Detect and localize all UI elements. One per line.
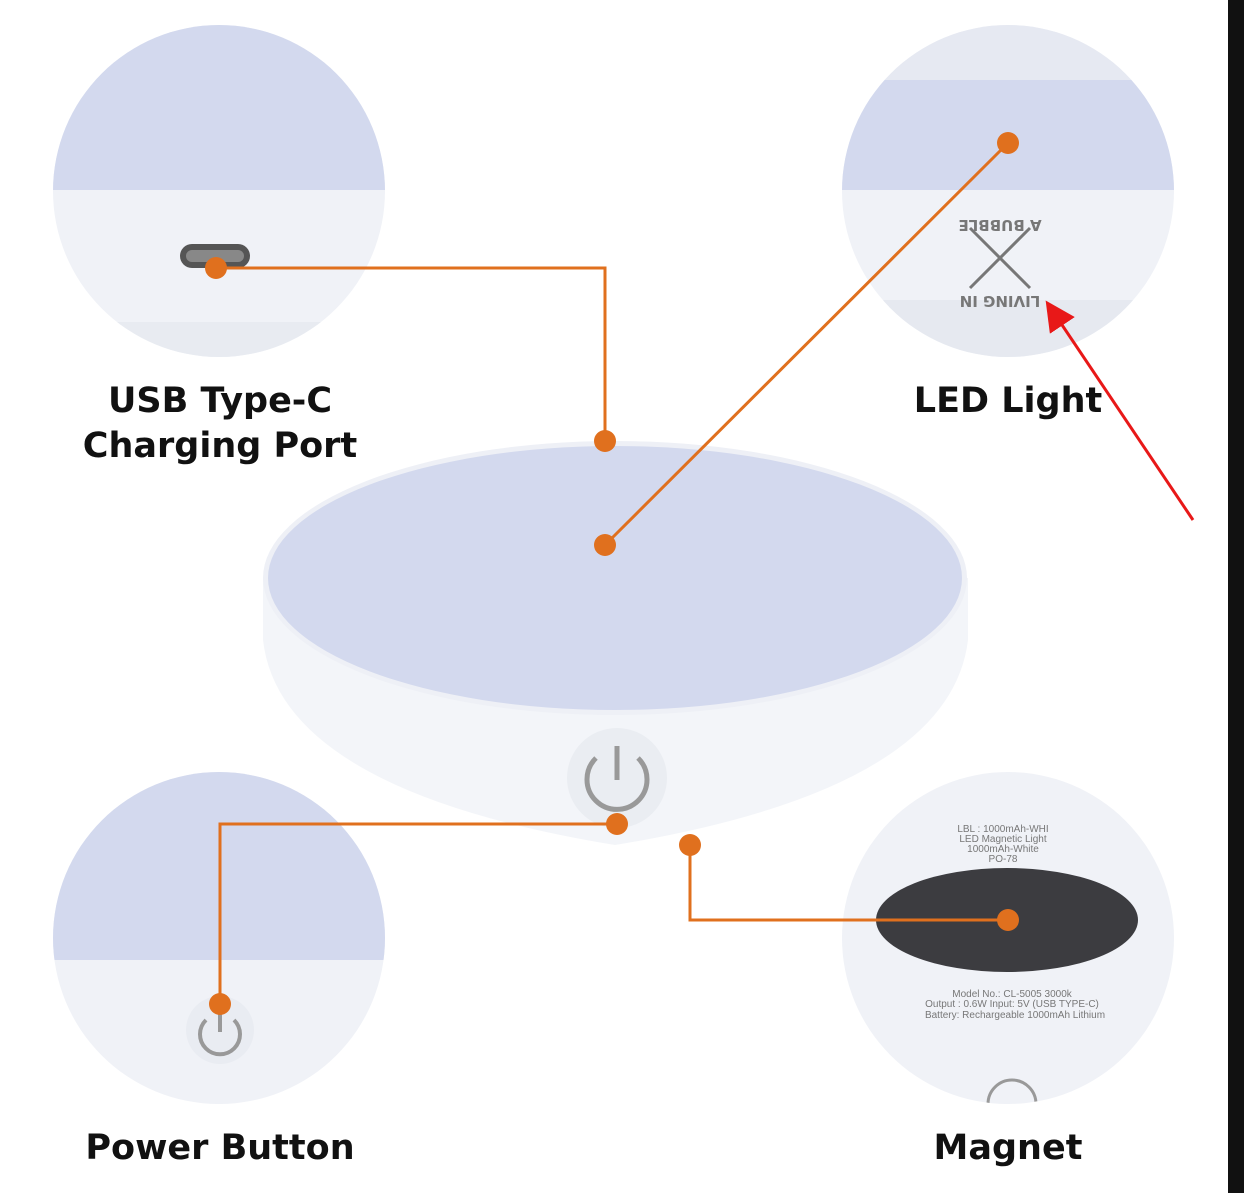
svg-text:1000mAh-White: 1000mAh-White — [967, 844, 1039, 855]
svg-text:Model No.: CL-5005 3000k: Model No.: CL-5005 3000k — [952, 989, 1073, 1000]
svg-text:PO-78: PO-78 — [989, 854, 1018, 865]
svg-text:LED Magnetic Light: LED Magnetic Light — [959, 834, 1046, 845]
svg-text:Output : 0.6W Input: 5V (USB: Output : 0.6W Input: 5V (USB TYPE-C) — [925, 999, 1099, 1010]
callout-lines — [216, 141, 1010, 1004]
usb-label-line2: Charging Port — [82, 426, 358, 466]
led-closeup: A BUBBLE LIVING IN — [842, 25, 1174, 357]
magnet-label: Magnet — [933, 1128, 1083, 1168]
right-edge-bar — [1228, 0, 1244, 1193]
main-product — [263, 441, 968, 845]
usb-label: USB Type-C Charging Port — [60, 379, 380, 469]
magnet-closeup: LBL : 1000mAh-WHI LED Magnetic Light 100… — [842, 772, 1174, 1104]
red-arrow-icon — [1045, 300, 1195, 521]
svg-text:Battery: Rechargeable 1000mAh: Battery: Rechargeable 1000mAh Lithium — [925, 1010, 1105, 1021]
svg-text:LIVING IN: LIVING IN — [960, 292, 1041, 310]
callout-dots — [205, 132, 1019, 1015]
led-label: LED Light — [913, 381, 1103, 421]
brand-logo: A BUBBLE LIVING IN — [958, 216, 1041, 310]
svg-text:LBL : 1000mAh-WHI: LBL : 1000mAh-WHI — [957, 824, 1048, 835]
svg-text:A BUBBLE: A BUBBLE — [958, 216, 1041, 234]
usb-label-line1: USB Type-C — [107, 381, 333, 421]
power-icon — [198, 1012, 242, 1057]
led-diffuser — [268, 446, 962, 710]
power-icon — [584, 746, 650, 812]
power-label: Power Button — [85, 1128, 355, 1168]
usb-port-closeup — [53, 25, 385, 357]
